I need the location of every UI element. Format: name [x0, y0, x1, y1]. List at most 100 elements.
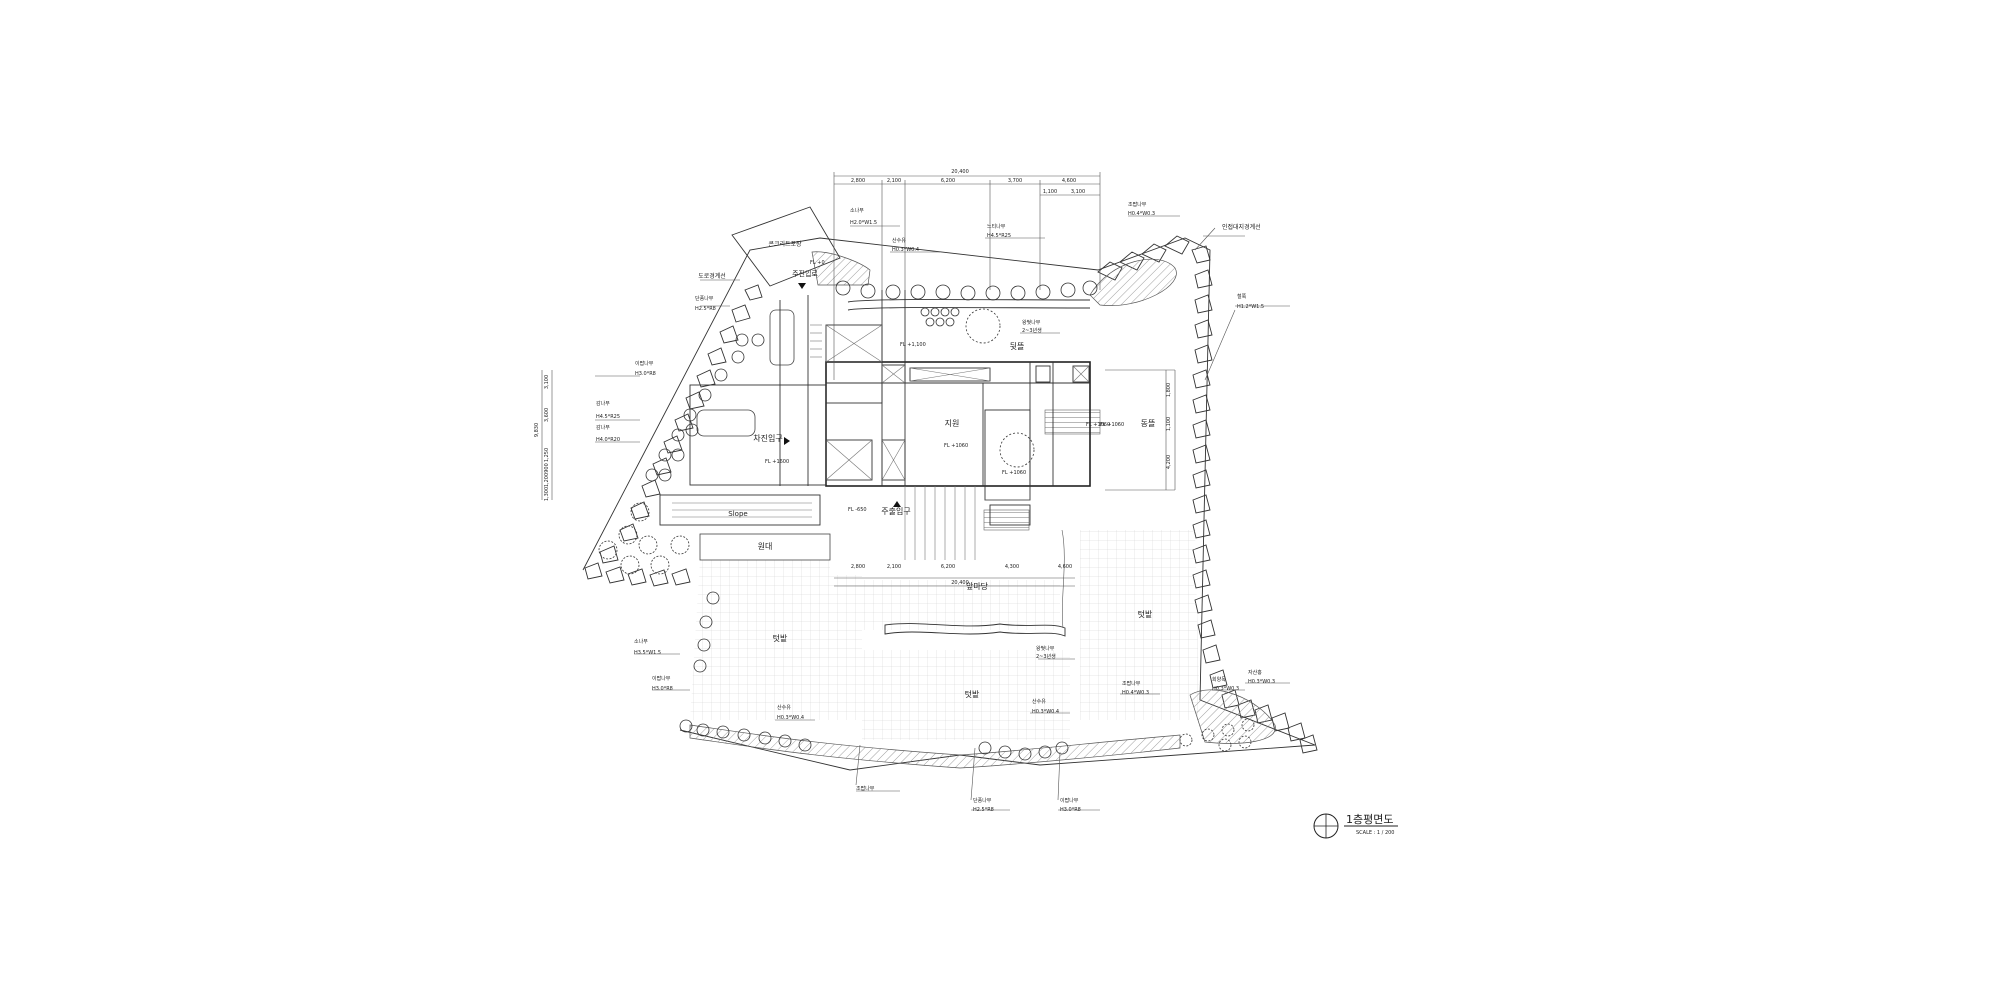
plant-name: 왕벚나무 [1022, 319, 1041, 326]
plant-spec: H2.0*W1.5 [850, 220, 877, 226]
dim-right-3: 4,200 [1166, 455, 1172, 469]
plant-spec: H0.3*W0.4 [892, 247, 919, 253]
label-boundary: 인접대지경계선 [1222, 223, 1261, 231]
arrow-down-icon [798, 283, 806, 289]
level-label: FL +1,100 [900, 342, 926, 348]
front-yard-edge [884, 529, 1066, 637]
plant-spec: H0.3*W0.3 [1248, 679, 1275, 685]
plant-spec: H0.4*W0.3 [1128, 211, 1155, 217]
level-label: FL +1600 [765, 459, 789, 465]
plant-name: 이팝나무 [1060, 797, 1079, 804]
plant-name: 이팝나무 [635, 360, 654, 367]
plant-name: 조팝나무 [1122, 680, 1141, 687]
plant-name: 조팝나무 [1128, 201, 1147, 208]
dim-left-6: 1,300 [544, 487, 550, 501]
plant-spec: H3.0*R8 [1060, 807, 1081, 813]
dimension-lines [541, 172, 1176, 587]
label-concrete: 콘크리트포장 [768, 240, 802, 248]
plant-name: 산수유 [777, 704, 791, 711]
dim-bottom-total: 20,400 [951, 580, 969, 586]
dim-top-5: 4,600 [1062, 178, 1076, 184]
plant-spec: H0.3*W0.4 [1032, 709, 1059, 715]
car-icon [696, 409, 756, 437]
level-label: FL +1060 [944, 443, 968, 449]
dim-top-3: 6,200 [941, 178, 955, 184]
dim-top-1: 2,800 [851, 178, 865, 184]
room-labels: 콘크리트포장 도로경계선 주진입로 인접대지경계선 뒷뜰 지원 동뜰 차진입구 … [698, 223, 1260, 699]
dim-left-2: 3,600 [544, 408, 550, 422]
car-icon [769, 309, 795, 366]
dimension-labels: 20,400 2,800 2,100 6,200 3,700 4,600 1,1… [534, 169, 1172, 586]
label-entry-car: 차진입구 [753, 433, 782, 443]
plant-name: 조팝나무 [856, 785, 875, 792]
label-road-edge: 도로경계선 [698, 272, 726, 280]
plant-spec: H3.0*R8 [635, 371, 656, 377]
label-field-west: 텃밭 [773, 633, 788, 643]
title-block: 1층평면도 SCALE : 1 / 200 [1313, 813, 1398, 839]
plant-spec: H4.5*R25 [987, 233, 1011, 239]
dim-bottom-3: 6,200 [941, 564, 955, 570]
dim-bottom-2: 2,100 [887, 564, 901, 570]
label-deck: 원대 [758, 542, 773, 551]
dim-left-3: 1,250 [544, 448, 550, 462]
label-field-center: 텃밭 [965, 689, 980, 699]
dim-top-sub-2: 3,100 [1071, 189, 1085, 195]
label-front-path: 주진입로 [792, 269, 818, 278]
plant-spec: H3.0*R8 [652, 686, 673, 692]
plant-spec: H0.3*W0.4 [777, 715, 804, 721]
level-label: FL +1060 [1002, 470, 1026, 476]
trees [598, 280, 1255, 761]
plant-name: 산수유 [1032, 698, 1046, 705]
dim-right-2: 1,100 [1166, 417, 1172, 431]
level-labels: FL +0 FL +1,100 FL +1060 FL +1060 FL +10… [765, 260, 1124, 513]
plant-spec: H4.5*R25 [596, 414, 620, 420]
drawing-scale: SCALE : 1 / 200 [1356, 830, 1394, 836]
plant-name: 소나무 [850, 207, 864, 214]
plant-spec: H3.5*W1.5 [634, 650, 661, 656]
boundary-rocks-left [584, 284, 763, 587]
plant-name: 감나무 [596, 424, 610, 431]
dim-left-4: 900 [544, 463, 550, 473]
leader-lines [595, 215, 1290, 811]
dim-bottom-5: 4,600 [1058, 564, 1072, 570]
dim-top-4: 3,700 [1008, 178, 1022, 184]
plant-name: 이팝나무 [652, 675, 671, 682]
dim-left-5: 1,200 [544, 473, 550, 487]
concrete-pavement [731, 206, 841, 287]
level-label: FL +0 [810, 260, 825, 266]
plant-spec: 2~3년생 [1036, 653, 1056, 660]
dim-top-2: 2,100 [887, 178, 901, 184]
label-entry-main: 주출입구 [881, 506, 910, 516]
plant-name: 단풍나무 [695, 295, 714, 302]
label-back-yard: 뒷뜰 [1010, 342, 1025, 351]
plant-name: 산수유 [892, 237, 906, 244]
dim-top-total: 20,400 [951, 169, 969, 175]
label-east-yard: 동뜰 [1141, 419, 1156, 428]
plant-spec: H0.4*W0.3 [1122, 690, 1149, 696]
arrow-right-icon [784, 437, 790, 445]
plant-name: 왕벚나무 [1036, 645, 1055, 652]
drawing-title: 1층평면도 [1346, 813, 1393, 826]
plant-name: 철쭉 [1237, 293, 1247, 300]
plant-name: 감나무 [596, 400, 610, 407]
dim-left-1: 3,100 [544, 375, 550, 389]
plant-name: 회양목 [1212, 676, 1226, 683]
plant-spec: H2.5*R8 [695, 306, 716, 312]
plant-spec: H4.0*R20 [596, 437, 620, 443]
plant-labels: 소나무 H2.0*W1.5 산수유 H0.3*W0.4 느티나무 H4.5*R2… [596, 201, 1275, 813]
building-outline [659, 290, 1091, 560]
dim-bottom-4: 4,300 [1005, 564, 1019, 570]
hedge-row-north [847, 299, 1091, 311]
plant-name: 소나무 [634, 638, 648, 645]
plant-spec: H1.2*W1.5 [1237, 304, 1264, 310]
dim-right-1: 1,800 [1166, 383, 1172, 397]
label-field-east: 텃밭 [1138, 609, 1153, 619]
planting-bands [689, 251, 1276, 769]
label-garden-main: 지원 [945, 419, 960, 428]
entrance-arrows [784, 283, 901, 507]
plant-spec: H0.3*W0.3 [1212, 686, 1239, 692]
dim-top-sub-1: 1,100 [1043, 189, 1057, 195]
label-slope: Slope [728, 510, 747, 518]
plant-name: 자산홍 [1248, 669, 1262, 676]
